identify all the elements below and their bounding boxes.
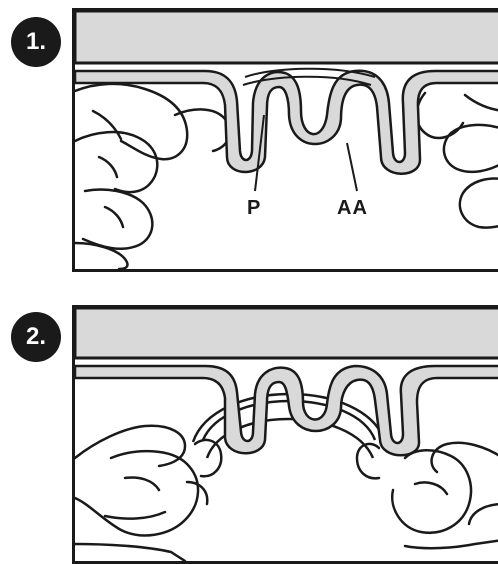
- right-hand-icon: [357, 443, 498, 548]
- step-2-drawing: [75, 308, 498, 561]
- label-aa: AA: [337, 197, 368, 220]
- top-surface: [75, 11, 498, 63]
- step-2-illustration: [72, 305, 498, 564]
- right-hand-icon: [417, 93, 498, 228]
- leader-line-aa: [347, 143, 357, 191]
- left-hand-icon: [75, 426, 221, 561]
- aligner-band: [75, 366, 498, 455]
- left-hand-icon: [75, 84, 230, 269]
- aligner-band: [75, 69, 498, 174]
- step-1-illustration: P AA: [72, 8, 498, 272]
- step-1-drawing: [75, 11, 498, 269]
- label-p: P: [247, 197, 261, 220]
- step-2-badge: 2.: [11, 312, 61, 362]
- step-1-badge: 1.: [11, 17, 61, 67]
- top-surface: [75, 308, 498, 358]
